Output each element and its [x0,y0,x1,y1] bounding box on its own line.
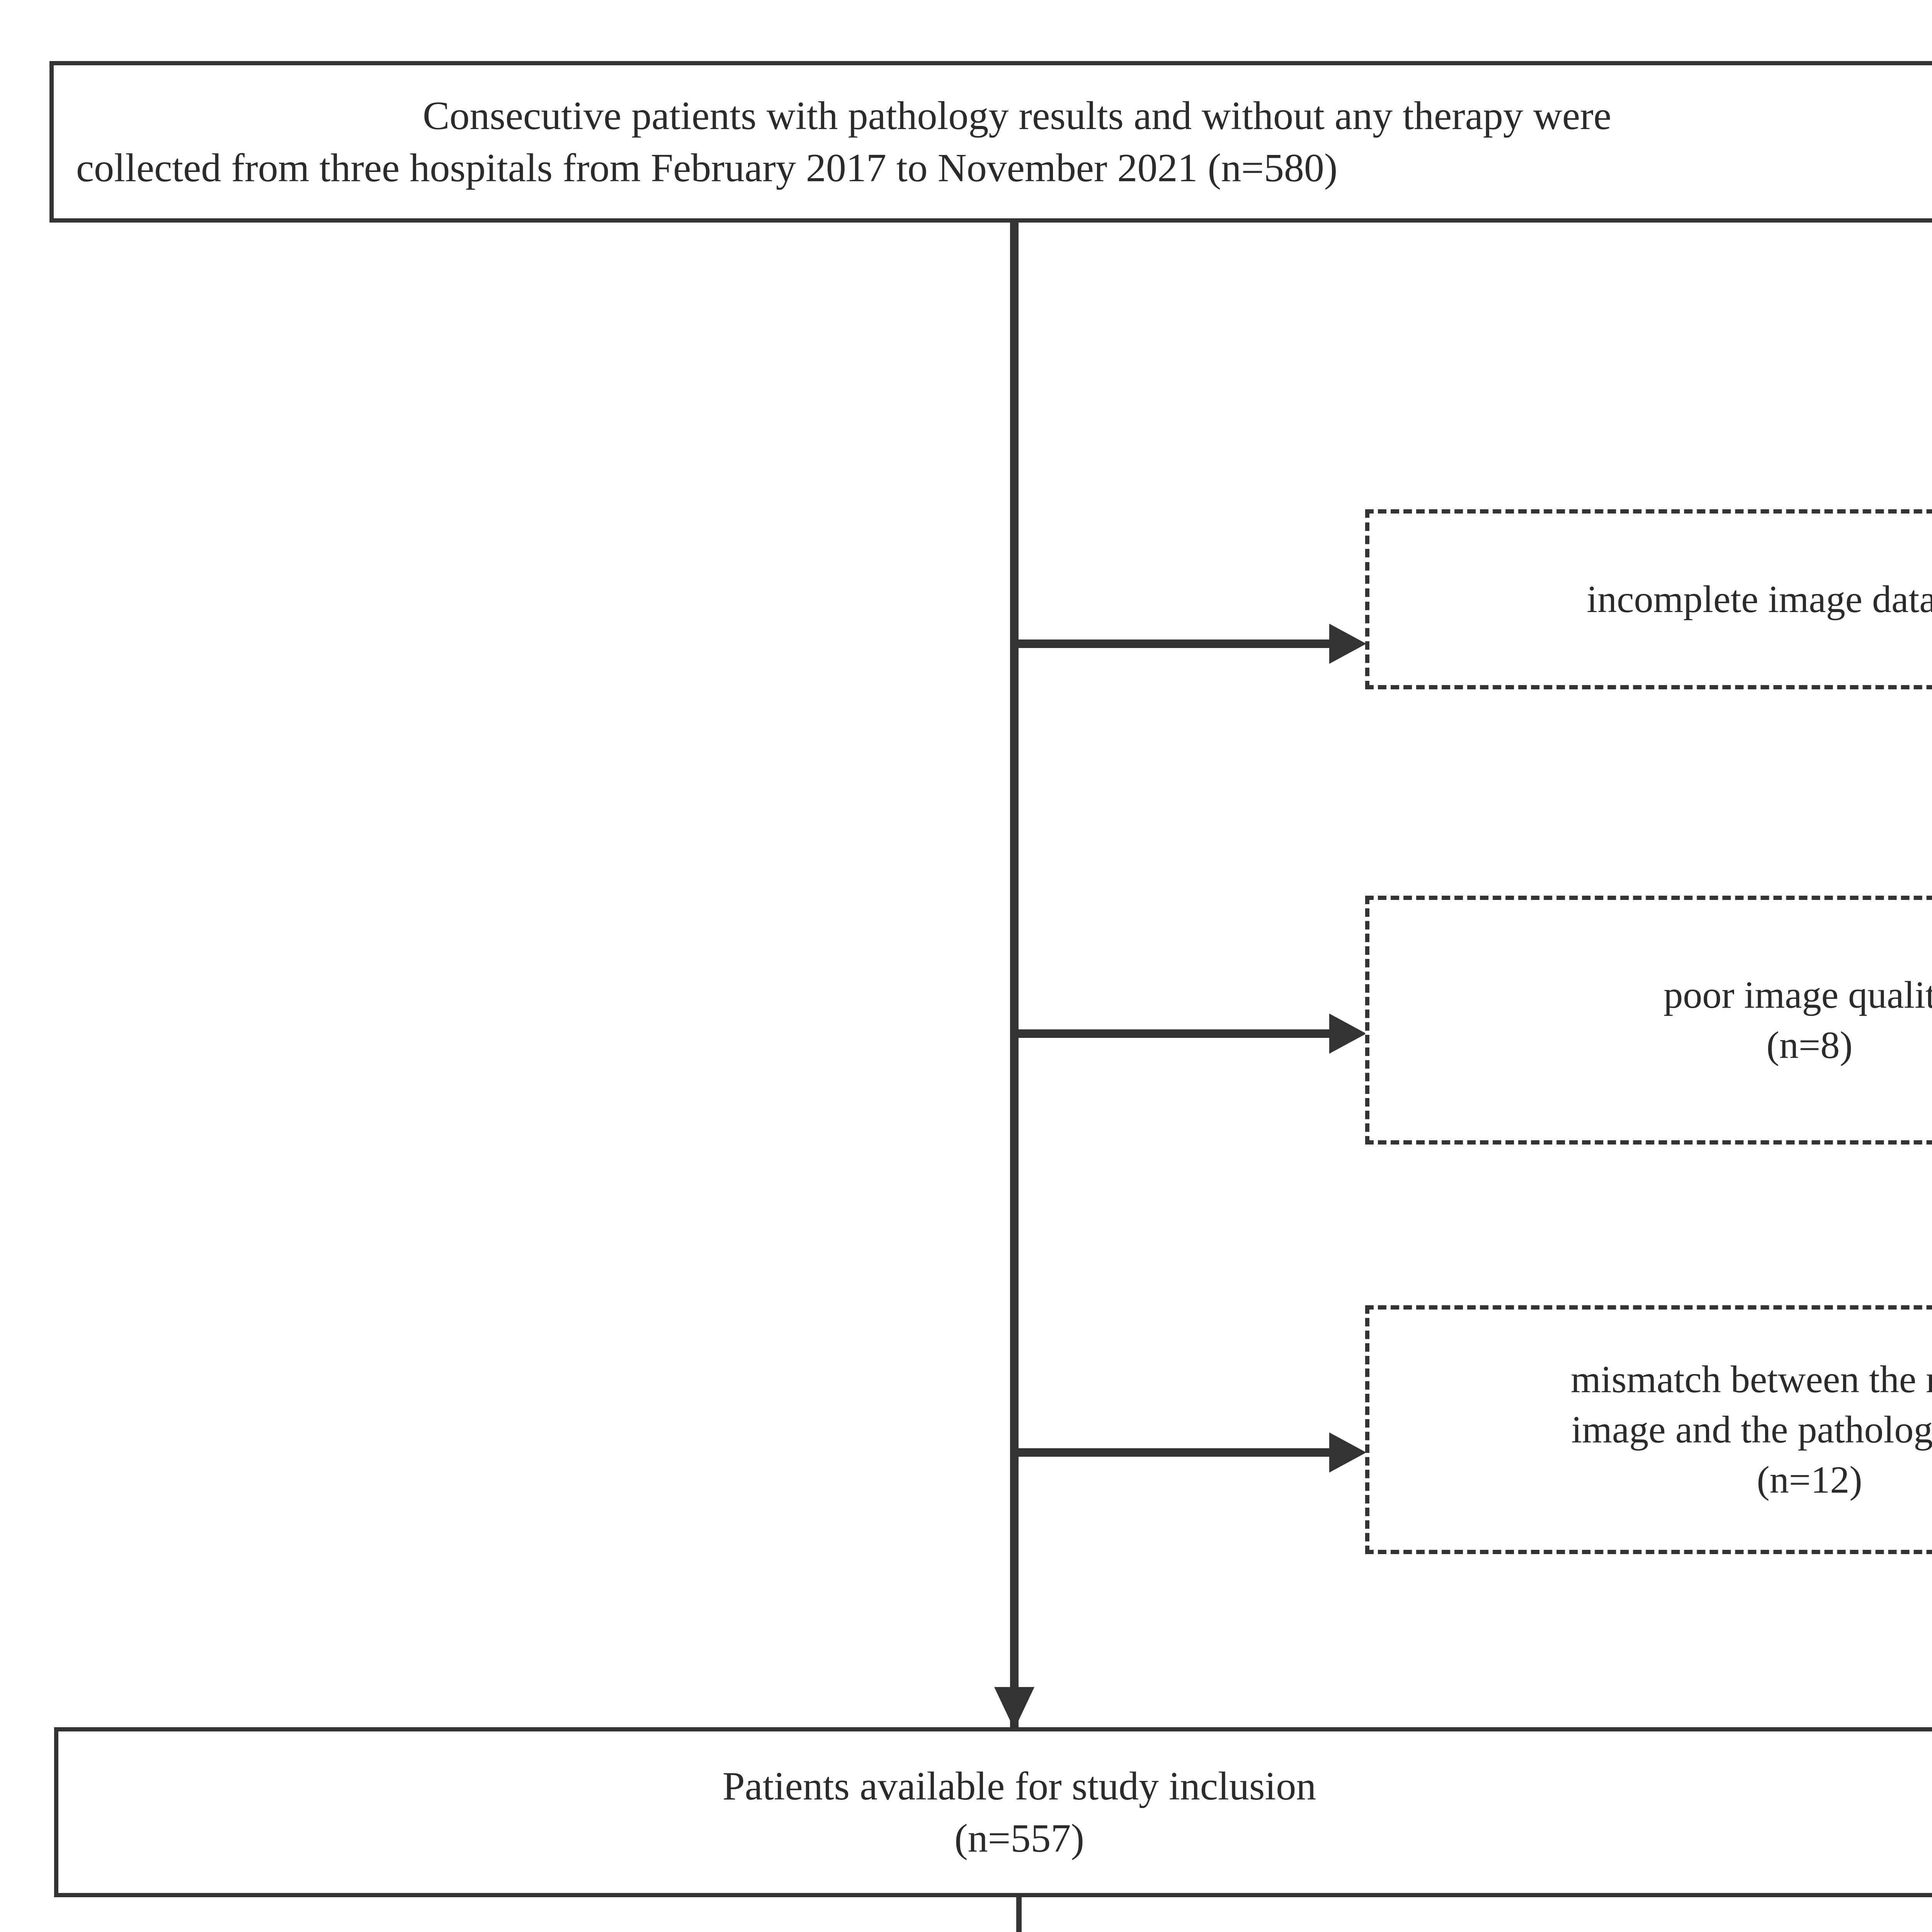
split-stem-line [1016,1897,1022,1932]
poor-image-quality-line-2: (n=8) [1766,1024,1853,1066]
enrollment-line-1: Consecutive patients with pathology resu… [423,93,1611,138]
available-for-inclusion-line-2: (n=557) [954,1816,1084,1861]
exclusion-connector-2 [1010,1029,1350,1038]
mpmri-mismatch-line-3: (n=12) [1757,1458,1862,1501]
exclusion-connector-1 [1010,639,1350,648]
poor-image-quality-line-1: poor image quality [1663,973,1932,1016]
exclusion-arrowhead-2-icon [1329,1014,1366,1054]
enrollment-text-block: Consecutive patients with pathology resu… [54,90,1932,194]
mpmri-mismatch-line-1: mismatch between the mpMRI [1571,1358,1932,1401]
enrollment-line-2: collected from three hospitals from Febr… [76,146,1338,190]
main-stem-line [1010,223,1019,1730]
exclusion-connector-3 [1010,1448,1350,1457]
node-poor-image-quality: poor image quality (n=8) [1365,896,1932,1145]
node-available-for-inclusion: Patients available for study inclusion (… [54,1727,1932,1897]
mpmri-mismatch-line-2: image and the pathology result [1571,1408,1932,1451]
node-enrollment: Consecutive patients with pathology resu… [49,61,1932,223]
incomplete-image-data-line-1: incomplete image data (n=3) [1587,578,1932,621]
exclusion-arrowhead-1-icon [1329,624,1366,664]
node-mpmri-pathology-mismatch: mismatch between the mpMRI image and the… [1365,1305,1932,1554]
exclusion-arrowhead-3-icon [1329,1432,1366,1473]
main-stem-arrowhead-icon [994,1687,1034,1730]
node-incomplete-image-data: incomplete image data (n=3) [1365,509,1932,689]
available-for-inclusion-line-1: Patients available for study inclusion [722,1764,1316,1808]
